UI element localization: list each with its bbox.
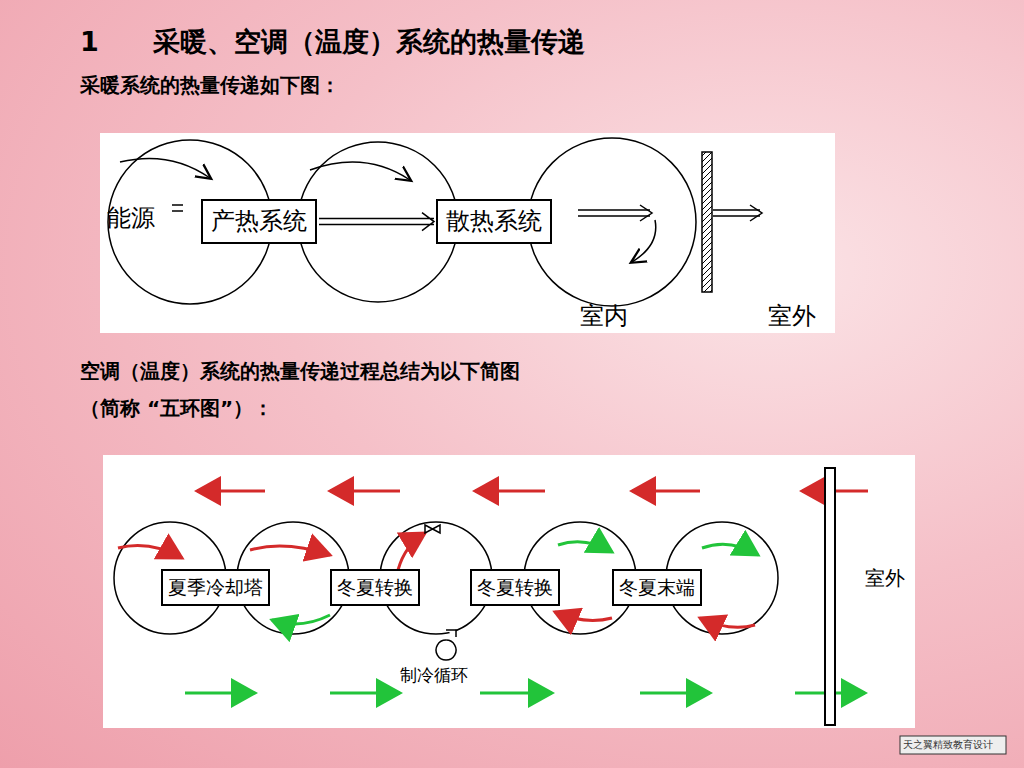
text-label: （简称 “五环图”）：: [80, 395, 273, 422]
box-text: 产热系统: [211, 206, 307, 237]
box-text: 冬夏末端: [619, 575, 695, 600]
box-text: 冬夏转换: [337, 575, 413, 600]
box-text: 夏季冷却塔: [168, 575, 263, 600]
text-label: 室内: [580, 300, 628, 332]
process-box: 产热系统: [201, 199, 317, 244]
double-arrow: [319, 213, 434, 231]
box-text: 冬夏转换: [477, 575, 553, 600]
text-label: 制冷循环: [400, 664, 468, 687]
process-box: 散热系统: [436, 199, 552, 244]
process-box: 夏季冷却塔: [161, 569, 270, 606]
text-label: 采暖系统的热量传递如下图：: [80, 72, 340, 99]
box-text: 散热系统: [446, 206, 542, 237]
process-box: 冬夏转换: [470, 569, 560, 606]
text-label: 室外: [768, 300, 816, 332]
slide-title: 1 采暖、空调（温度）系统的热量传递: [80, 24, 585, 60]
process-box: 冬夏末端: [612, 569, 702, 606]
text-label: 能源: [107, 202, 155, 234]
text-label: 室外: [865, 565, 905, 592]
text-label: 空调（温度）系统的热量传递过程总结为以下简图: [80, 358, 520, 385]
text-label: 天之翼精致教育设计: [903, 738, 993, 752]
process-box: 冬夏转换: [330, 569, 420, 606]
